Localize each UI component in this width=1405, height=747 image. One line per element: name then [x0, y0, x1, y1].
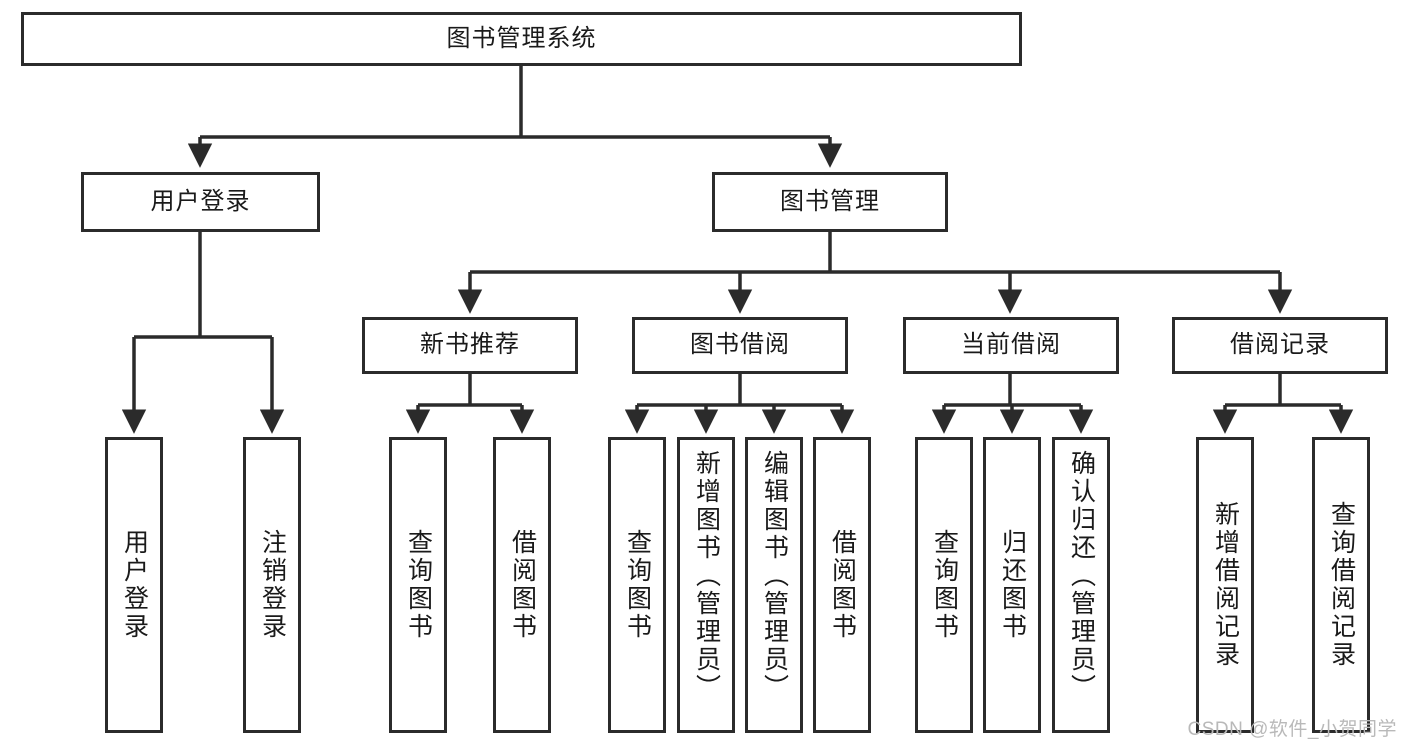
node-leaf-add-book-label: 新增图书（管理员）: [692, 450, 721, 702]
node-leaf-return-book-label: 归还图书: [998, 529, 1027, 641]
node-leaf-query-record[interactable]: 查询借阅记录: [1312, 437, 1370, 733]
csdn-watermark: CSDN @软件_小贺同学: [1187, 719, 1397, 740]
node-leaf-query-book-3-label: 查询图书: [930, 529, 959, 641]
node-leaf-query-record-label: 查询借阅记录: [1327, 501, 1356, 669]
node-leaf-user-login-label: 用户登录: [120, 529, 149, 641]
node-leaf-add-record-label: 新增借阅记录: [1211, 501, 1240, 669]
node-leaf-borrow-book-1[interactable]: 借阅图书: [493, 437, 551, 733]
node-leaf-query-book-2-label: 查询图书: [623, 529, 652, 641]
node-book-manage[interactable]: 图书管理: [712, 172, 948, 232]
node-borrow-record[interactable]: 借阅记录: [1172, 317, 1388, 374]
node-leaf-borrow-book-2-label: 借阅图书: [828, 529, 857, 641]
node-current-borrow[interactable]: 当前借阅: [903, 317, 1119, 374]
node-leaf-add-book[interactable]: 新增图书（管理员）: [677, 437, 735, 733]
node-book-manage-label: 图书管理: [780, 187, 880, 215]
node-book-borrow-label: 图书借阅: [690, 331, 790, 359]
node-user-login-label: 用户登录: [150, 187, 251, 215]
node-leaf-query-book-3[interactable]: 查询图书: [915, 437, 973, 733]
node-leaf-query-book-2[interactable]: 查询图书: [608, 437, 666, 733]
node-leaf-add-record[interactable]: 新增借阅记录: [1196, 437, 1254, 733]
node-leaf-user-logout-label: 注销登录: [258, 529, 287, 641]
node-new-book-recommend[interactable]: 新书推荐: [362, 317, 578, 374]
node-borrow-record-label: 借阅记录: [1230, 331, 1330, 359]
node-new-book-recommend-label: 新书推荐: [420, 331, 520, 359]
node-leaf-query-book-1[interactable]: 查询图书: [389, 437, 447, 733]
node-leaf-borrow-book-2[interactable]: 借阅图书: [813, 437, 871, 733]
node-leaf-confirm-return-label: 确认归还（管理员）: [1067, 450, 1096, 702]
node-leaf-query-book-1-label: 查询图书: [404, 529, 433, 641]
node-root[interactable]: 图书管理系统: [21, 12, 1022, 66]
node-leaf-return-book[interactable]: 归还图书: [983, 437, 1041, 733]
node-current-borrow-label: 当前借阅: [961, 331, 1061, 359]
node-user-login[interactable]: 用户登录: [81, 172, 320, 232]
node-leaf-user-logout[interactable]: 注销登录: [243, 437, 301, 733]
node-leaf-user-login[interactable]: 用户登录: [105, 437, 163, 733]
node-leaf-confirm-return[interactable]: 确认归还（管理员）: [1052, 437, 1110, 733]
node-leaf-edit-book[interactable]: 编辑图书（管理员）: [745, 437, 803, 733]
node-root-label: 图书管理系统: [446, 24, 597, 52]
node-leaf-edit-book-label: 编辑图书（管理员）: [760, 450, 789, 702]
node-book-borrow[interactable]: 图书借阅: [632, 317, 848, 374]
node-leaf-borrow-book-1-label: 借阅图书: [508, 529, 537, 641]
